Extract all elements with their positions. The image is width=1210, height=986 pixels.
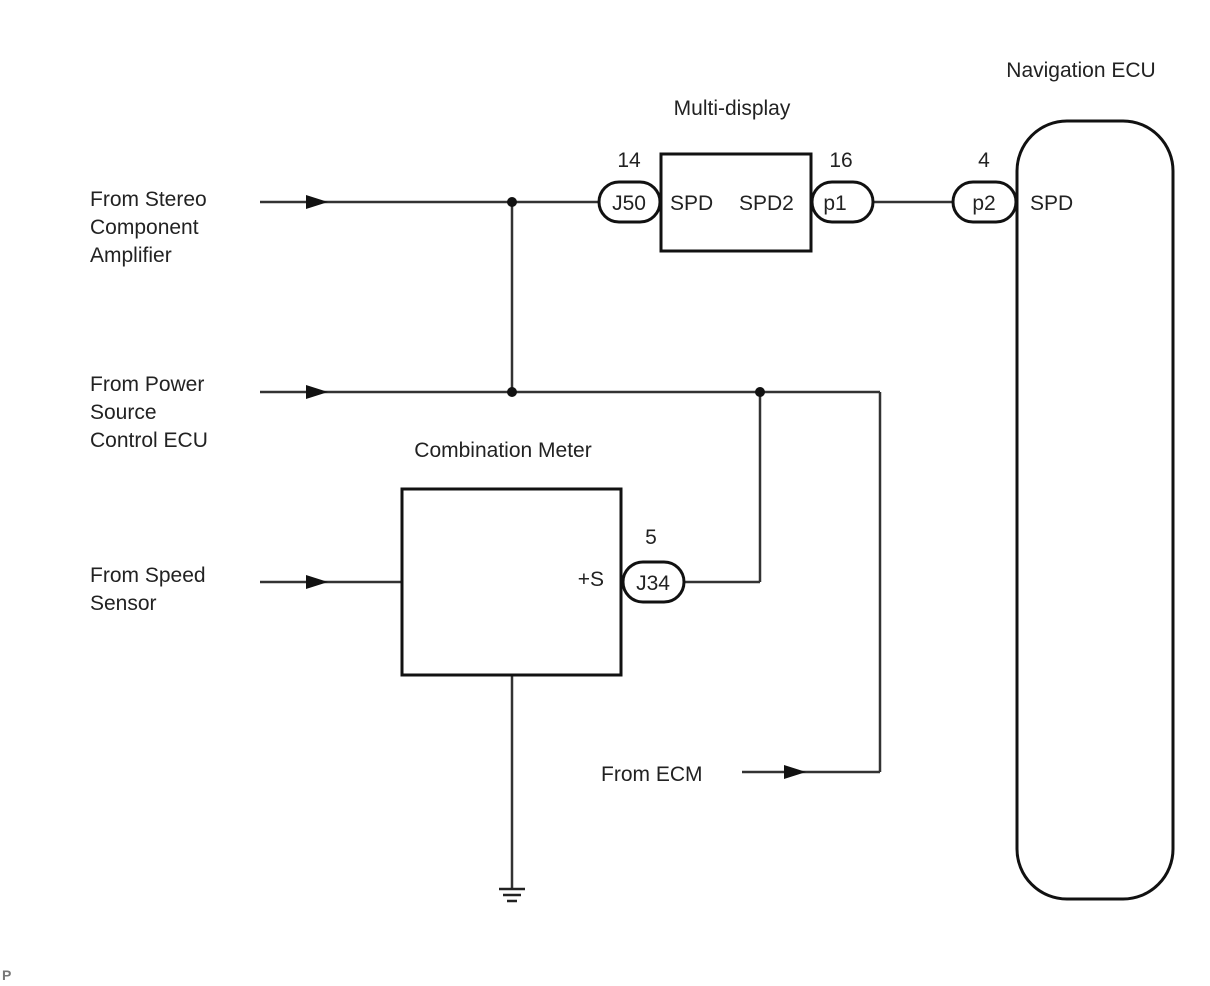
connector-j34[interactable] xyxy=(621,560,686,604)
combination-meter-pin-out: +S xyxy=(578,568,604,591)
connector-p1-label: p1 xyxy=(823,192,846,215)
multi-display-pin-in: SPD xyxy=(670,192,713,215)
multi-display-title: Multi-display xyxy=(674,97,791,120)
navigation-ecu-box xyxy=(1015,119,1175,901)
source-stereo-line-3: Amplifier xyxy=(90,244,172,267)
source-power: From Power Source Control ECU xyxy=(90,373,208,452)
connector-p1-pin: 16 xyxy=(829,149,852,172)
footer-mark: P xyxy=(2,967,11,983)
source-power-line-3: Control ECU xyxy=(90,429,208,452)
source-ecm: From ECM xyxy=(601,763,703,786)
arrow-stereo-icon xyxy=(306,195,328,209)
source-speed-line-1: From Speed xyxy=(90,564,206,587)
connector-p2-pin: 4 xyxy=(978,149,990,172)
source-stereo-line-2: Component xyxy=(90,216,199,239)
arrow-speed-icon xyxy=(306,575,328,589)
wires xyxy=(260,200,952,888)
combination-meter-title: Combination Meter xyxy=(414,439,591,462)
source-power-line-2: Source xyxy=(90,401,157,424)
connector-j34-pin: 5 xyxy=(645,526,657,549)
source-stereo-line-1: From Stereo xyxy=(90,188,207,211)
navigation-ecu-pin-in: SPD xyxy=(1030,192,1073,215)
multi-display-pin-out: SPD2 xyxy=(739,192,794,215)
ground-icon xyxy=(499,887,525,903)
connector-p2-label: p2 xyxy=(972,192,995,215)
navigation-ecu: Navigation ECU SPD p2 4 xyxy=(951,59,1175,901)
source-speed-line-2: Sensor xyxy=(90,592,157,615)
junction-dot-top xyxy=(507,197,517,207)
combination-meter-box xyxy=(400,487,623,677)
navigation-ecu-title: Navigation ECU xyxy=(1006,59,1155,82)
source-speed: From Speed Sensor xyxy=(90,564,206,615)
source-stereo: From Stereo Component Amplifier xyxy=(90,188,207,267)
multi-display: Multi-display SPD SPD2 J50 14 p1 16 xyxy=(597,97,875,253)
connector-p1[interactable] xyxy=(810,180,875,224)
junction-dot-right xyxy=(755,387,765,397)
connector-p2[interactable] xyxy=(951,180,1018,224)
connector-j50[interactable] xyxy=(597,180,662,224)
combination-meter: Combination Meter +S J34 5 xyxy=(400,439,686,677)
connector-j34-label: J34 xyxy=(636,572,670,595)
source-power-line-1: From Power xyxy=(90,373,204,396)
connector-j50-pin: 14 xyxy=(617,149,641,172)
connector-j50-label: J50 xyxy=(612,192,646,215)
junction-dot-mid xyxy=(507,387,517,397)
arrow-power-icon xyxy=(306,385,328,399)
arrow-ecm-icon xyxy=(784,765,806,779)
